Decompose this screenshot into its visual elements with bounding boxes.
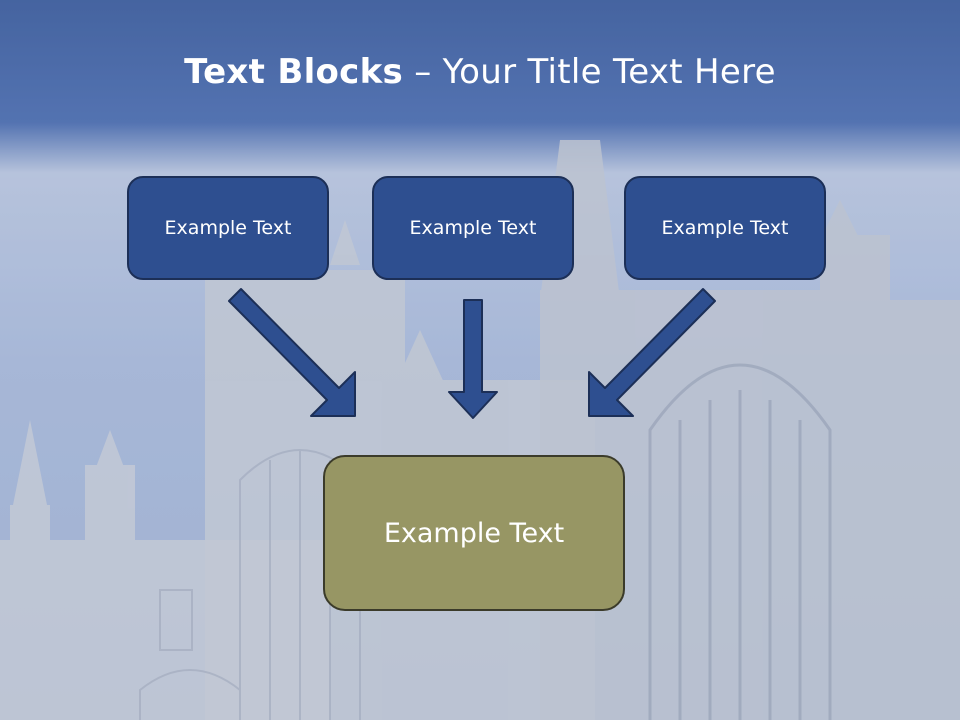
slide-title: Text Blocks – Your Title Text Here — [0, 52, 960, 92]
text-block-middle[interactable]: Example Text — [372, 176, 574, 280]
text-block-left-label: Example Text — [164, 217, 292, 239]
text-block-center-label: Example Text — [383, 517, 565, 549]
text-block-right[interactable]: Example Text — [624, 176, 826, 280]
text-block-right-label: Example Text — [661, 217, 789, 239]
title-bold-part: Text Blocks — [184, 52, 404, 92]
title-regular-part: – Your Title Text Here — [403, 52, 776, 92]
text-block-left[interactable]: Example Text — [127, 176, 329, 280]
text-block-center[interactable]: Example Text — [323, 455, 625, 611]
text-block-middle-label: Example Text — [409, 217, 537, 239]
